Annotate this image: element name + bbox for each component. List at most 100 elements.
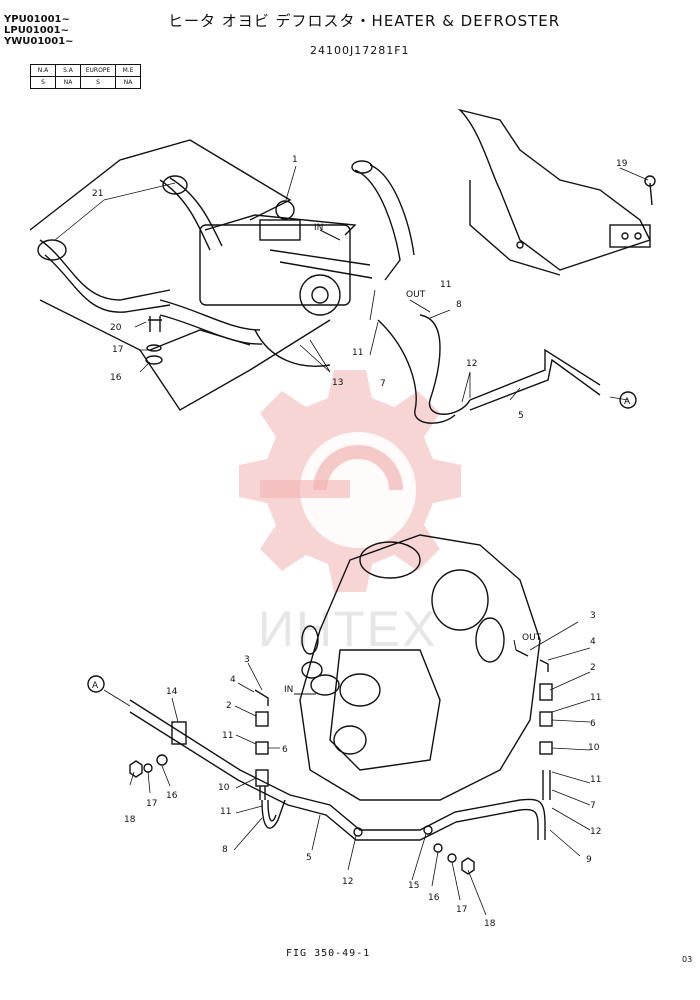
label-out-bottom: OUT — [522, 633, 542, 643]
washer-16 — [145, 355, 163, 365]
watermark-text: ИНТЕХ — [258, 601, 438, 657]
callout: 11 — [590, 693, 601, 703]
callout: 11 — [440, 280, 451, 290]
duct-end-left — [37, 239, 67, 261]
serial-range-list: YPU01001~ LPU01001~ YWU01001~ — [4, 14, 74, 47]
fitting-6-left — [255, 741, 269, 755]
callout: 10 — [588, 743, 600, 753]
heater-unit-diagram: IN OUT A 1 21 19 20 17 16 11 8 11 7 13 1… — [29, 108, 656, 424]
callout: 17 — [146, 799, 157, 809]
callout: 17 — [456, 905, 467, 915]
clamp-15 — [423, 825, 433, 835]
washer-16-right — [433, 843, 443, 853]
heater-unit-body — [199, 224, 351, 306]
callout: 7 — [590, 801, 596, 811]
duct-hose-21 — [39, 239, 171, 313]
nut-18-left — [129, 760, 143, 778]
callout: 11 — [352, 348, 363, 358]
callout: 4 — [230, 675, 236, 685]
hose-7 — [377, 319, 456, 424]
page-code: 03 — [682, 955, 693, 964]
floor-frame-lower — [39, 299, 331, 411]
callout: 16 — [166, 791, 178, 801]
callout: 1 — [292, 155, 298, 165]
washer-16-left — [156, 754, 168, 766]
bolt-20 — [148, 316, 162, 332]
callout: 3 — [244, 655, 250, 665]
callout: 7 — [380, 379, 386, 389]
connector-a-top — [619, 391, 637, 409]
callout: 18 — [124, 815, 136, 825]
hose-5 — [469, 348, 601, 411]
label-connector-a-top: A — [624, 397, 631, 407]
applicability-header: N.A — [30, 64, 56, 77]
callout: 19 — [616, 159, 628, 169]
callout: 11 — [590, 775, 601, 785]
callout: 12 — [590, 827, 601, 837]
callout: 6 — [282, 745, 288, 755]
applicability-value: NA — [55, 76, 81, 89]
engine-block — [299, 534, 541, 801]
hose-8 — [419, 314, 471, 415]
fitting-elbow-4-right — [539, 659, 549, 672]
part-number: 24100J17281F1 — [310, 44, 410, 57]
engine-hose-diagram: IN OUT A 3 4 2 11 6 10 11 7 12 9 3 4 2 1… — [87, 534, 601, 929]
callout: 12 — [342, 877, 353, 887]
heater-fan — [299, 274, 341, 316]
callout: 5 — [518, 411, 524, 421]
label-in-top: IN — [314, 223, 323, 233]
page-title: ヒータ オヨビ デフロスタ・HEATER & DEFROSTER — [168, 12, 561, 30]
callout: 12 — [466, 359, 477, 369]
clamp-12 — [353, 827, 363, 837]
figure-number: FIG 350-49-1 — [286, 948, 371, 959]
serial-range-2: LPU01001~ — [4, 25, 69, 36]
applicability-header-row: N.A S.A EUROPE M.E — [30, 64, 141, 77]
nut-18-right — [461, 857, 475, 875]
applicability-value: S — [80, 76, 116, 89]
callout: 5 — [306, 853, 312, 863]
callout: 8 — [222, 845, 228, 855]
applicability-header: S.A — [55, 64, 81, 77]
label-out-top: OUT — [406, 290, 426, 300]
callout: 16 — [110, 373, 122, 383]
callout: 18 — [484, 919, 496, 929]
serial-range-1: YPU01001~ — [4, 14, 70, 25]
applicability-value-row: S NA S NA — [30, 76, 141, 89]
fitting-elbow-4-left — [254, 689, 269, 706]
label-connector-a-bottom: A — [92, 681, 99, 691]
callout: 13 — [332, 378, 343, 388]
hose-8-bottom — [261, 799, 286, 829]
clamp-14 — [171, 721, 187, 745]
callout: 14 — [166, 687, 178, 697]
applicability-header: EUROPE — [80, 64, 116, 77]
callout: 21 — [92, 189, 103, 199]
fitting-2-left — [255, 711, 269, 727]
fitting-6-right — [539, 711, 553, 727]
callout: 16 — [428, 893, 440, 903]
applicability-value: NA — [115, 76, 141, 89]
callout: 11 — [220, 807, 231, 817]
washer-17-left — [143, 763, 153, 773]
console-cover — [457, 108, 651, 271]
callout: 4 — [590, 637, 596, 647]
hose-7-bottom — [542, 770, 551, 800]
callout: 2 — [226, 701, 232, 711]
callout: 2 — [590, 663, 596, 673]
watermark-gear-logo — [239, 370, 461, 592]
heater-motor — [275, 200, 295, 220]
washer-17 — [146, 344, 162, 352]
callout: 3 — [590, 611, 596, 621]
fitting-3-right — [515, 649, 529, 657]
applicability-header: M.E — [115, 64, 141, 77]
callout: 10 — [218, 783, 230, 793]
fitting-10-right — [539, 741, 553, 755]
callout: 8 — [456, 300, 462, 310]
fitting-2-right — [539, 683, 553, 701]
callout: 20 — [110, 323, 122, 333]
defroster-duct — [354, 164, 415, 281]
callout: 11 — [222, 731, 233, 741]
label-in-bottom: IN — [284, 685, 293, 695]
connector-a-bottom — [87, 675, 105, 693]
callout: 15 — [408, 881, 419, 891]
applicability-table: N.A S.A EUROPE M.E S NA S NA — [30, 64, 141, 89]
